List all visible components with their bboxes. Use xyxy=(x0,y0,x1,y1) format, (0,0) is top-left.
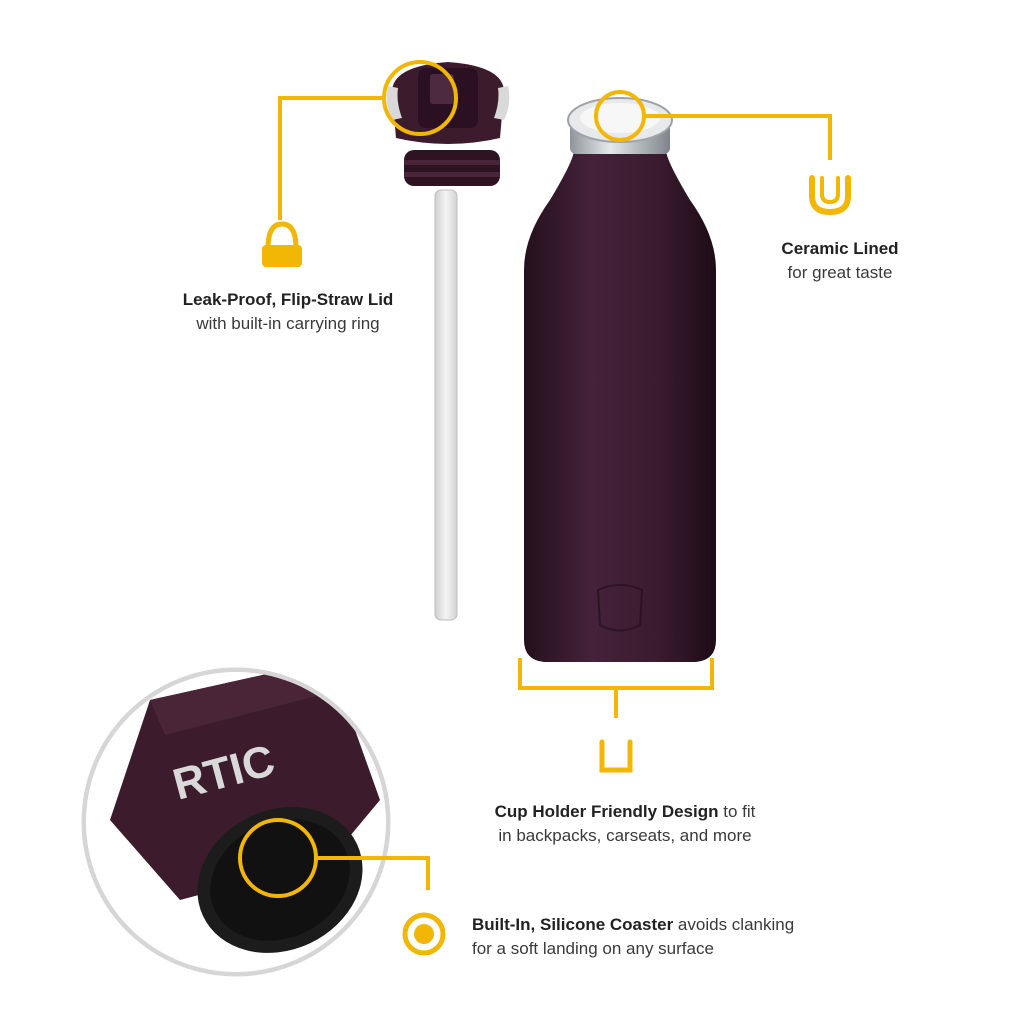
ring-lock-icon xyxy=(262,221,302,267)
cup-lining-icon xyxy=(809,175,851,216)
flip-straw-lid xyxy=(386,62,510,621)
cup-holder-feature-text: Cup Holder Friendly Design to fit in bac… xyxy=(445,800,805,848)
ceramic-feature-text: Ceramic Lined for great taste xyxy=(750,237,930,285)
ceramic-feature-title: Ceramic Lined xyxy=(781,239,899,258)
coaster-zoom-view: RTIC xyxy=(81,667,391,977)
cup-holder-feature-suffix: to fit xyxy=(718,802,756,821)
coaster-feature-suffix: avoids clanking xyxy=(673,915,795,934)
cup-holder-feature-title: Cup Holder Friendly Design xyxy=(494,802,719,821)
ceramic-feature-subtitle: for great taste xyxy=(787,263,893,282)
lid-feature-title: Leak-Proof, Flip-Straw Lid xyxy=(182,290,394,309)
coaster-feature-title: Built-In, Silicone Coaster xyxy=(472,915,674,934)
coaster-feature-subtitle: for a soft landing on any surface xyxy=(472,939,714,958)
callout-lines xyxy=(238,60,832,898)
coaster-feature-text: Built-In, Silicone Coaster avoids clanki… xyxy=(472,913,912,961)
water-bottle xyxy=(524,97,716,662)
cup-holder-feature-subtitle: in backpacks, carseats, and more xyxy=(498,826,752,845)
lid-feature-text: Leak-Proof, Flip-Straw Lid with built-in… xyxy=(118,288,458,336)
target-circle-icon xyxy=(402,912,446,956)
straw xyxy=(434,189,458,621)
bottle-logo-mark xyxy=(596,584,644,632)
cup-holder-icon xyxy=(599,739,633,773)
lid-feature-subtitle: with built-in carrying ring xyxy=(196,314,380,333)
